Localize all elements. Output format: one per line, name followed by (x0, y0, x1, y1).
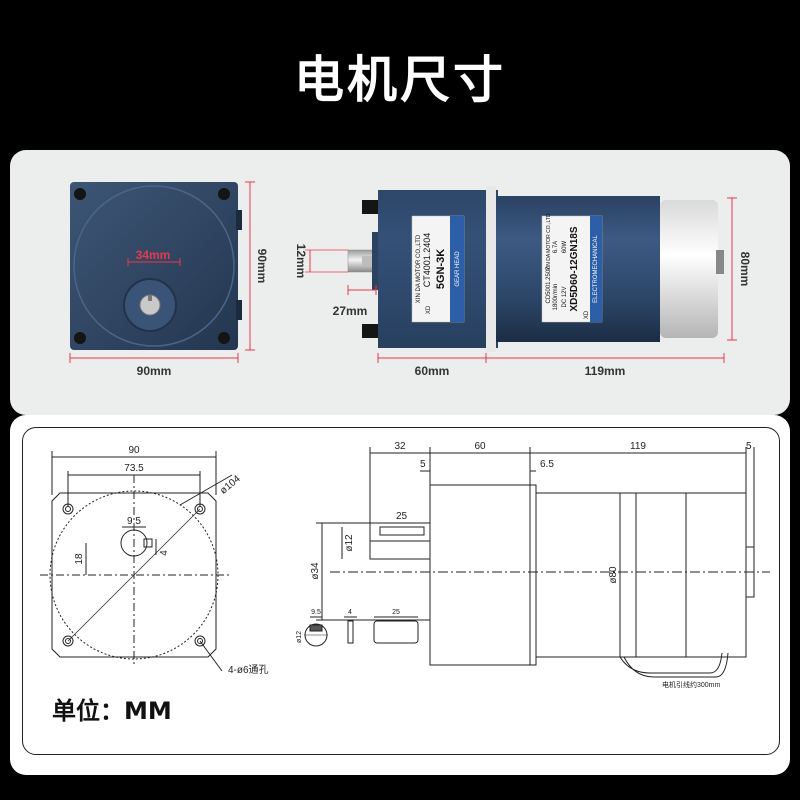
detail-dim-25: 25 (392, 609, 400, 616)
front-height-dim: 90mm (255, 249, 269, 284)
drawing-panel: 90 73.5 ø104 9.5 18 4 4-ø6通孔 (10, 415, 790, 775)
motor-label-speed: 1800r/min (553, 284, 559, 311)
unit-label: 单位：MM (52, 697, 172, 725)
shaft-len-dim: 27mm (333, 304, 368, 318)
gear-label-model: 5GN-3K (435, 249, 447, 289)
drawing-dim-73-5: 73.5 (124, 463, 144, 474)
drawing-dim-80: ø80 (608, 566, 619, 584)
front-view-drawing (40, 451, 233, 672)
drawing-dim-5: 5 (420, 459, 426, 470)
gear-label-cert: CT4001.2404 (422, 233, 432, 288)
drawing-dim-60: 60 (474, 441, 486, 452)
gear-label-maker: XIN DA MOTOR CO.,LTD (416, 234, 422, 303)
motor-label-maker: XIN DA MOTOR CO.,LTD (546, 213, 552, 270)
drawing-dim-119: 119 (630, 441, 646, 452)
drawing-dim-90: 90 (128, 445, 140, 456)
drawing-dim-4: 4 (159, 550, 170, 556)
drawing-holes-note: 4-ø6通孔 (228, 664, 269, 676)
motor-label-brand: XD (584, 310, 590, 319)
gear-len-dim: 60mm (415, 364, 450, 378)
motor-dia-dim: 80mm (738, 252, 752, 287)
motor-label-cert: CD5001.2507 (546, 266, 552, 304)
drawing-dim-18: 18 (74, 553, 85, 565)
shaft-dia-dim: 12mm (294, 244, 308, 279)
front-width-dim: 90mm (137, 364, 172, 378)
side-view-drawing (316, 447, 770, 678)
drawing-dim-32: 32 (394, 441, 406, 452)
front-shaft-dim: 34mm (136, 248, 171, 262)
drawing-dim-6-5: 6.5 (540, 459, 554, 470)
drawing-dim-9-5: 9.5 (127, 516, 141, 527)
detail-dim-12: ø12 (296, 631, 303, 643)
drawing-lead-note: 电机引线约300mm (662, 680, 721, 689)
drawing-dim-104: ø104 (218, 473, 243, 496)
motor-label-current: 6.7A (553, 241, 559, 253)
detail-dim-9-5: 9.5 (311, 609, 321, 616)
drawing-dim-12: ø12 (344, 534, 355, 552)
gear-label-tag: GEAR HEAD (455, 251, 461, 287)
technical-drawing-svg: 90 73.5 ø104 9.5 18 4 4-ø6通孔 (40, 441, 770, 689)
page-title: 电机尺寸 (294, 51, 506, 109)
drawing-dim-5-end: 5 (746, 441, 752, 452)
detail-dim-4: 4 (348, 609, 352, 616)
motor-side-photo (347, 186, 724, 352)
drawing-dim-25: 25 (396, 511, 408, 522)
motor-label-voltage: DC 12V (562, 286, 568, 307)
photo-dimensions-svg: 34mm 90mm 90mm 5GN-3K GEAR HEAD XD CT400… (69, 181, 752, 378)
motor-len-dim: 119mm (585, 364, 626, 378)
gearbox-front-photo (70, 182, 242, 350)
motor-label-tag: ELECTROMECHANICAL (593, 235, 599, 303)
drawing-dim-34: ø34 (310, 562, 321, 580)
shaft-detail-drawing (304, 616, 419, 647)
gear-label-brand: XD (426, 305, 432, 314)
motor-label-power: 60W (562, 240, 568, 253)
motor-label-model: XD5D60-12GN18S (569, 226, 580, 311)
photo-panel: 34mm 90mm 90mm 5GN-3K GEAR HEAD XD CT400… (10, 150, 790, 415)
drawing-frame (22, 427, 780, 755)
